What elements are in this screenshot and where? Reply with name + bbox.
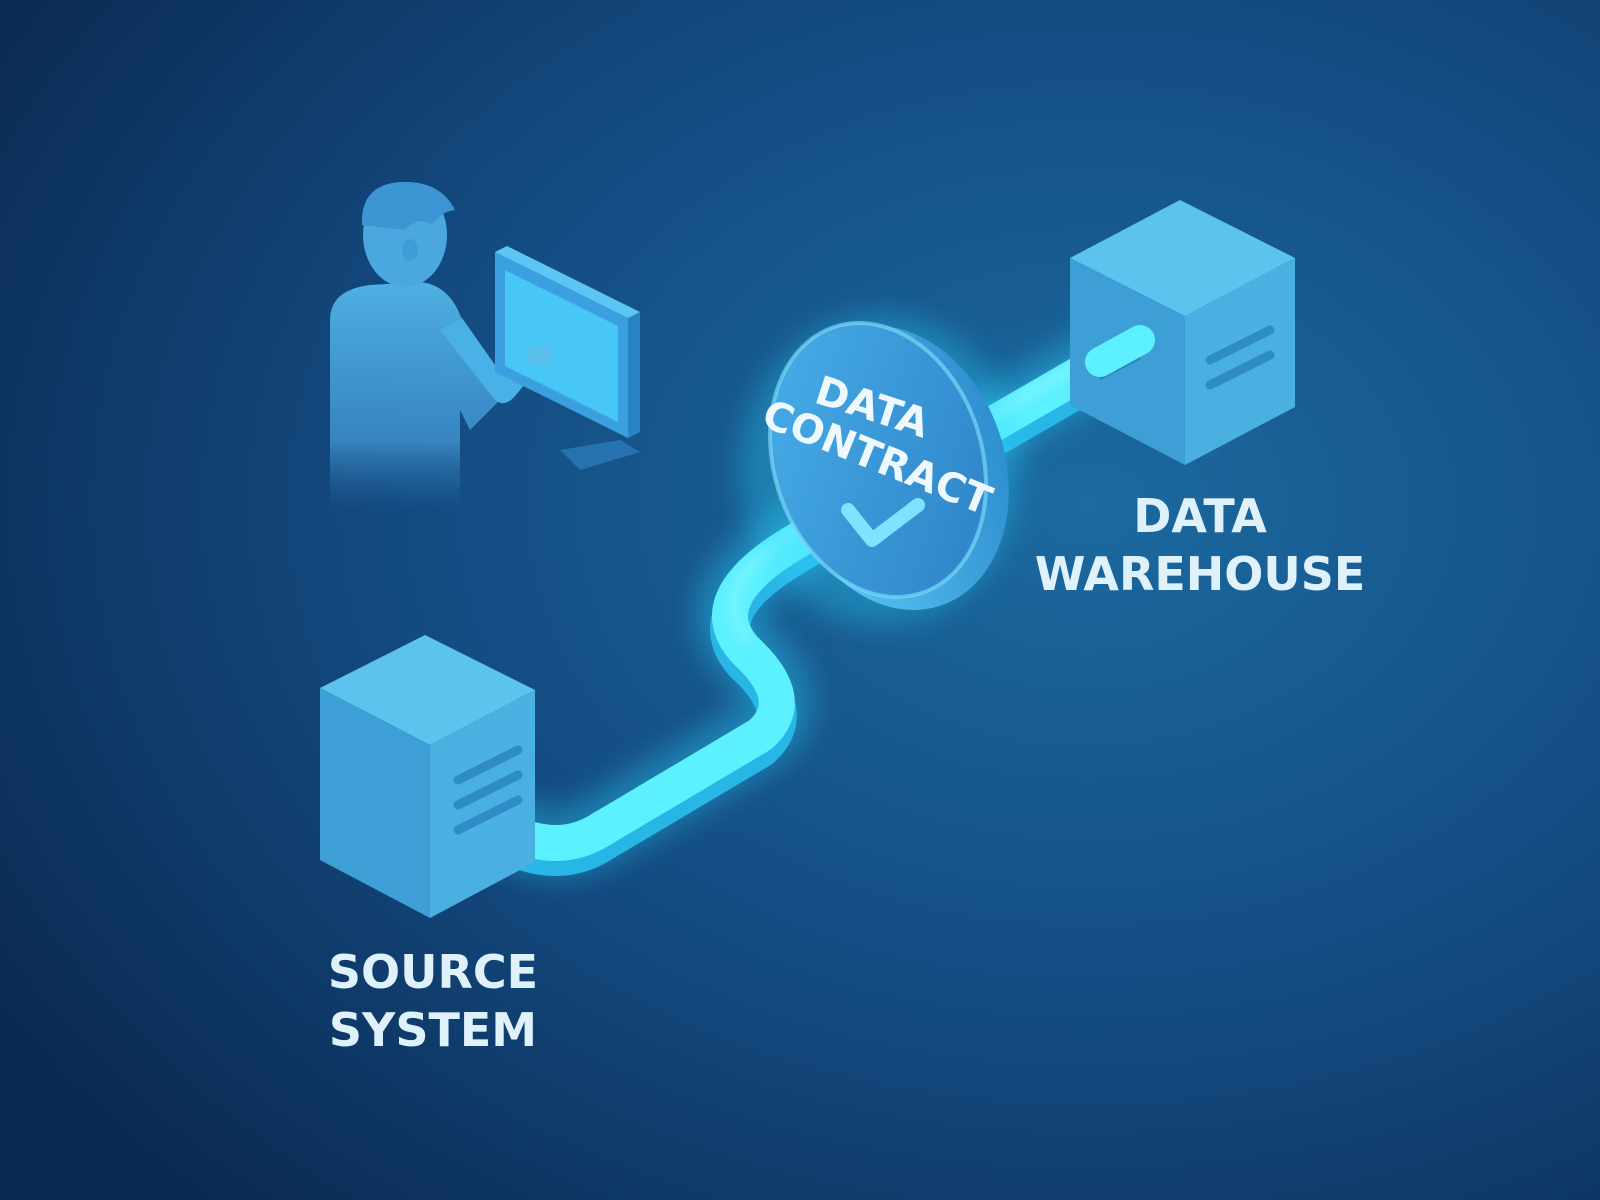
source-server-icon [320,635,535,918]
warehouse-label: DATA WAREHOUSE [1035,489,1366,601]
source-label-line1: SOURCE [328,945,538,999]
person-at-computer-icon [330,181,640,510]
checkmark-icon [841,498,925,547]
source-label-line2: SYSTEM [329,1003,537,1057]
pipe-body [492,327,1148,861]
data-pipeline [475,310,1165,878]
warehouse-label-line1: DATA [1133,489,1267,543]
data-contract-badge: DATA CONTRACT [740,315,1020,625]
source-label: SOURCE SYSTEM [328,945,538,1057]
monitor-icon [495,246,640,470]
warehouse-label-line2: WAREHOUSE [1035,547,1366,601]
